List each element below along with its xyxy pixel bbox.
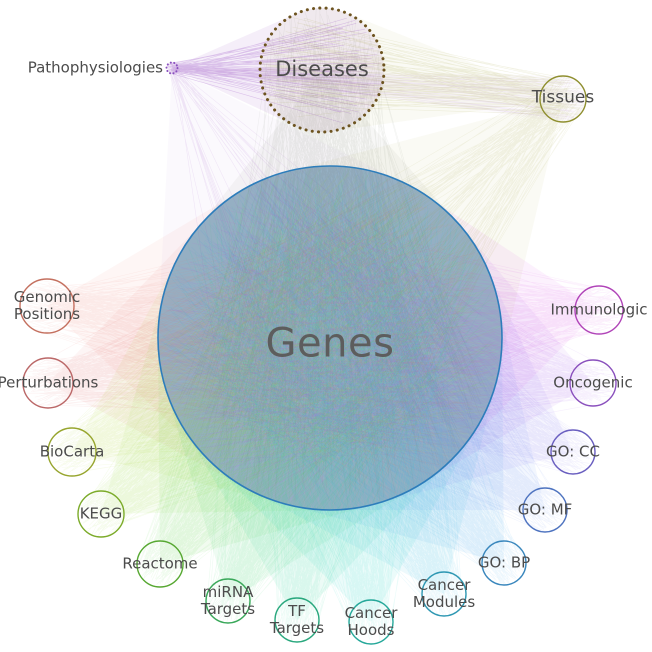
- node-circle-genomic_positions[interactable]: [19, 278, 75, 334]
- edge-lines-pathophysiologies-genes: [167, 62, 483, 501]
- edge-line-layer: [24, 8, 622, 642]
- edge-fan-tissues-genes: [158, 99, 563, 510]
- edge-fan-pathophysiologies-diseases: [172, 8, 384, 133]
- edge-lines-diseases-genes: [179, 8, 487, 509]
- node-circle-oncogenic[interactable]: [569, 359, 617, 407]
- edge-lines-go_cc-genes: [160, 177, 593, 474]
- node-circle-cancer_modules[interactable]: [421, 571, 467, 617]
- edge-lines-oncogenic-genes: [161, 181, 616, 476]
- node-circle-pathophysiologies[interactable]: [165, 61, 179, 75]
- edge-lines-reactome-genes: [138, 167, 494, 586]
- edge-lines-tissues-genes: [159, 76, 585, 504]
- node-circle-biocarta[interactable]: [47, 427, 97, 477]
- node-circle-genes[interactable]: [157, 165, 503, 511]
- edge-fan-cancer_hoods-genes: [158, 166, 502, 622]
- node-circle-cancer_hoods[interactable]: [348, 599, 394, 645]
- node-circle-mirna_targets[interactable]: [205, 578, 251, 624]
- edge-fan-tf_targets-genes: [158, 166, 502, 621]
- edge-lines-perturbations-genes: [24, 178, 497, 474]
- edge-fan-go_mf-genes: [158, 166, 545, 510]
- edge-fan-reactome-genes: [158, 166, 502, 564]
- edge-fan-layer: [47, 8, 599, 622]
- edge-lines-kegg-genes: [79, 167, 502, 537]
- edge-lines-tissues-diseases: [261, 17, 585, 118]
- edge-lines-pathophysiologies-diseases: [166, 17, 382, 124]
- node-circle-go_mf[interactable]: [522, 487, 568, 533]
- node-circle-diseases[interactable]: [258, 6, 386, 134]
- edge-fan-kegg-genes: [101, 166, 502, 514]
- edge-fan-mirna_targets-genes: [158, 166, 503, 601]
- edge-lines-tf_targets-genes: [187, 169, 492, 642]
- edge-lines-go_bp-genes: [160, 172, 527, 585]
- edge-fan-go_cc-genes: [158, 166, 573, 510]
- edge-fan-oncogenic-genes: [158, 166, 593, 510]
- node-circle-immunologic[interactable]: [574, 285, 624, 335]
- edge-lines-biocarta-genes: [48, 172, 496, 474]
- edge-fan-genomic_positions-genes: [47, 166, 502, 510]
- edge-fan-diseases-genes: [158, 70, 502, 510]
- node-circle-perturbations[interactable]: [22, 357, 74, 409]
- node-circle-go_cc[interactable]: [550, 429, 596, 475]
- edge-lines-genomic_positions-genes: [24, 206, 499, 495]
- edge-fan-biocarta-genes: [72, 166, 502, 510]
- edge-lines-mirna_targets-genes: [206, 166, 491, 623]
- node-circle-layer: [19, 6, 624, 645]
- edge-lines-cancer_modules-genes: [161, 171, 466, 616]
- node-circle-tf_targets[interactable]: [274, 597, 320, 643]
- edge-lines-pathophysiologies-tissues: [167, 62, 586, 120]
- edge-lines-immunologic-genes: [166, 191, 622, 503]
- edge-lines-go_mf-genes: [162, 166, 566, 532]
- node-circle-kegg[interactable]: [77, 490, 125, 538]
- node-circle-reactome[interactable]: [136, 540, 184, 588]
- node-circle-tissues[interactable]: [539, 75, 587, 123]
- edge-fan-immunologic-genes: [158, 166, 599, 510]
- edge-fan-go_bp-genes: [158, 166, 505, 563]
- edge-fan-tissues-diseases: [260, 8, 563, 133]
- node-circle-go_bp[interactable]: [481, 540, 527, 586]
- edge-fan-perturbations-genes: [48, 166, 502, 510]
- edge-lines-cancer_hoods-genes: [170, 171, 473, 642]
